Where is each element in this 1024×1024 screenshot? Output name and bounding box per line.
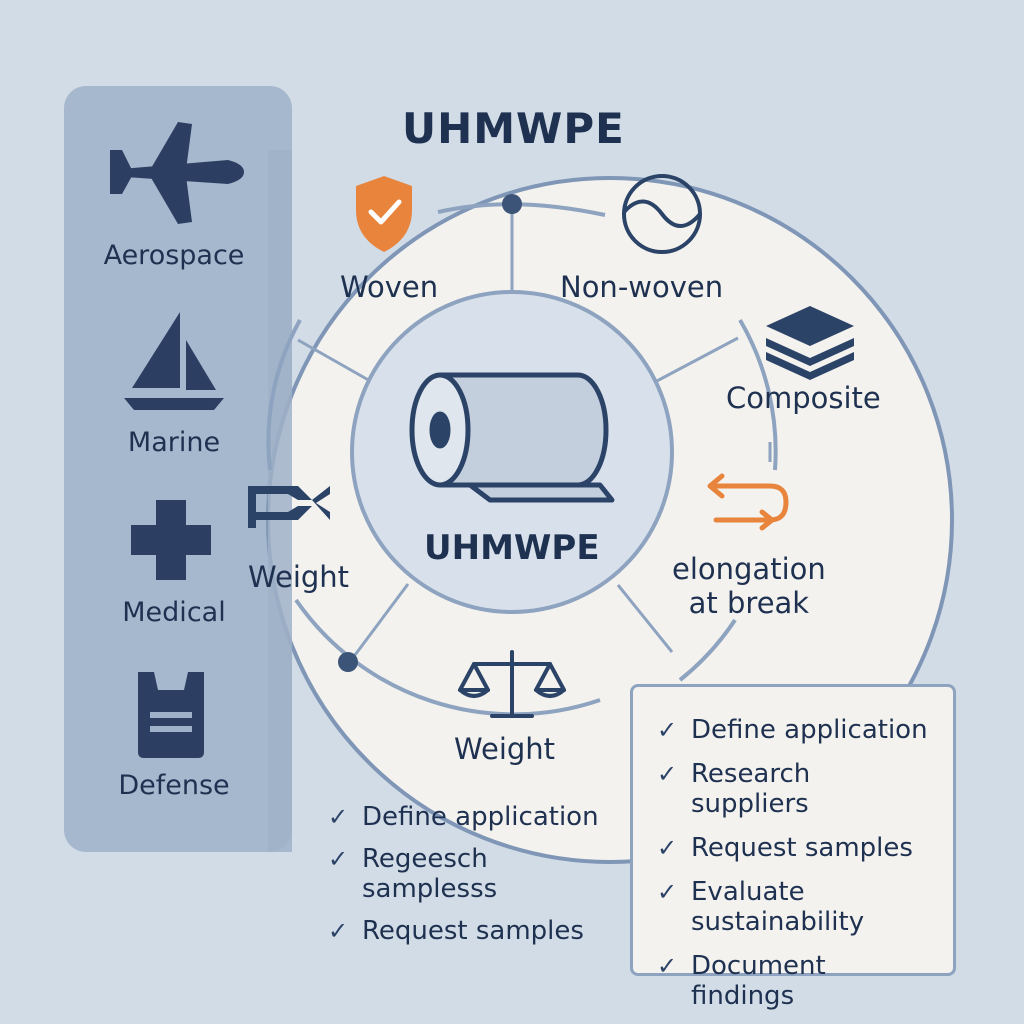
list-item[interactable]: ✓Request samples (657, 833, 913, 863)
node-label-woven: Woven (340, 270, 439, 304)
spoke-upper-left (297, 338, 373, 384)
loop-icon (622, 174, 702, 254)
sidebar-panel (64, 86, 292, 852)
node-label-elongation-line1: elongation (672, 552, 826, 586)
orbit-arc-right (738, 318, 778, 471)
sidebar-item-marine[interactable]: Marine (64, 427, 284, 458)
medical-cross-icon (131, 500, 211, 580)
node-label-weight-left: Weight (248, 560, 350, 594)
return-arrow-icon (707, 473, 789, 531)
sidebar-panel-overlap (268, 150, 292, 852)
list-item[interactable]: ✓Define application (328, 802, 599, 832)
orbit-arc-bottom (294, 598, 601, 717)
sidebar-item-medical[interactable]: Medical (64, 597, 284, 628)
list-item[interactable]: ✓Document findings (657, 951, 826, 1011)
check-icon: ✓ (657, 878, 678, 906)
check-icon: ✓ (657, 716, 678, 744)
node-label-weight-bottom: Weight (454, 732, 556, 766)
spoke-lower-left (353, 583, 410, 656)
center-label: UHMWPE (424, 528, 600, 568)
layers-icon (766, 306, 854, 380)
fabric-roll-icon (409, 372, 615, 503)
vest-icon (138, 672, 204, 758)
list-item[interactable]: ✓Regeesch samplesss (328, 844, 498, 904)
list-item[interactable]: ✓Research suppliers (657, 759, 811, 819)
node-label-elongation-line2: at break (688, 586, 810, 620)
list-item[interactable]: ✓Request samples (328, 916, 584, 946)
clamp-icon (248, 486, 330, 528)
checklist-card-list: ✓Define application ✓Research suppliers … (657, 715, 935, 1011)
list-item[interactable]: ✓Evaluate sustainability (657, 877, 865, 937)
list-item[interactable]: ✓Define application (657, 715, 928, 745)
spoke-lower-right (616, 584, 674, 653)
check-icon: ✓ (657, 760, 678, 788)
page-title: UHMWPE (402, 104, 625, 153)
sidebar-item-label: Medical (122, 597, 226, 628)
checklist-left: ✓Define application ✓Regeesch samplesss … (328, 802, 628, 958)
shield-check-icon (356, 176, 412, 252)
checklist-card: ✓Define application ✓Research suppliers … (630, 684, 956, 1011)
scale-icon (458, 650, 566, 718)
node-label-nonwoven: Non-woven (560, 270, 724, 304)
check-icon: ✓ (328, 845, 349, 873)
check-icon: ✓ (328, 917, 349, 945)
sailboat-icon (124, 312, 224, 410)
check-icon: ✓ (657, 952, 678, 980)
node-label-composite: Composite (726, 381, 881, 415)
sidebar-item-label: Defense (118, 770, 230, 801)
sidebar-item-label: Marine (127, 427, 221, 458)
spoke-upper-right (654, 336, 739, 384)
node-dot-lower-left (338, 652, 358, 672)
orbit-arc-right-lower (678, 618, 737, 682)
check-icon: ✓ (657, 834, 678, 862)
sidebar-item-label: Aerospace (103, 240, 245, 271)
node-label-elongation: elongation at break (672, 552, 826, 620)
check-icon: ✓ (328, 803, 349, 831)
sidebar-item-aerospace[interactable]: Aerospace (64, 240, 284, 271)
orbit-arc-left (266, 319, 302, 471)
airplane-icon (110, 122, 244, 224)
sidebar-item-defense[interactable]: Defense (64, 770, 284, 801)
node-dot-top (502, 194, 522, 214)
